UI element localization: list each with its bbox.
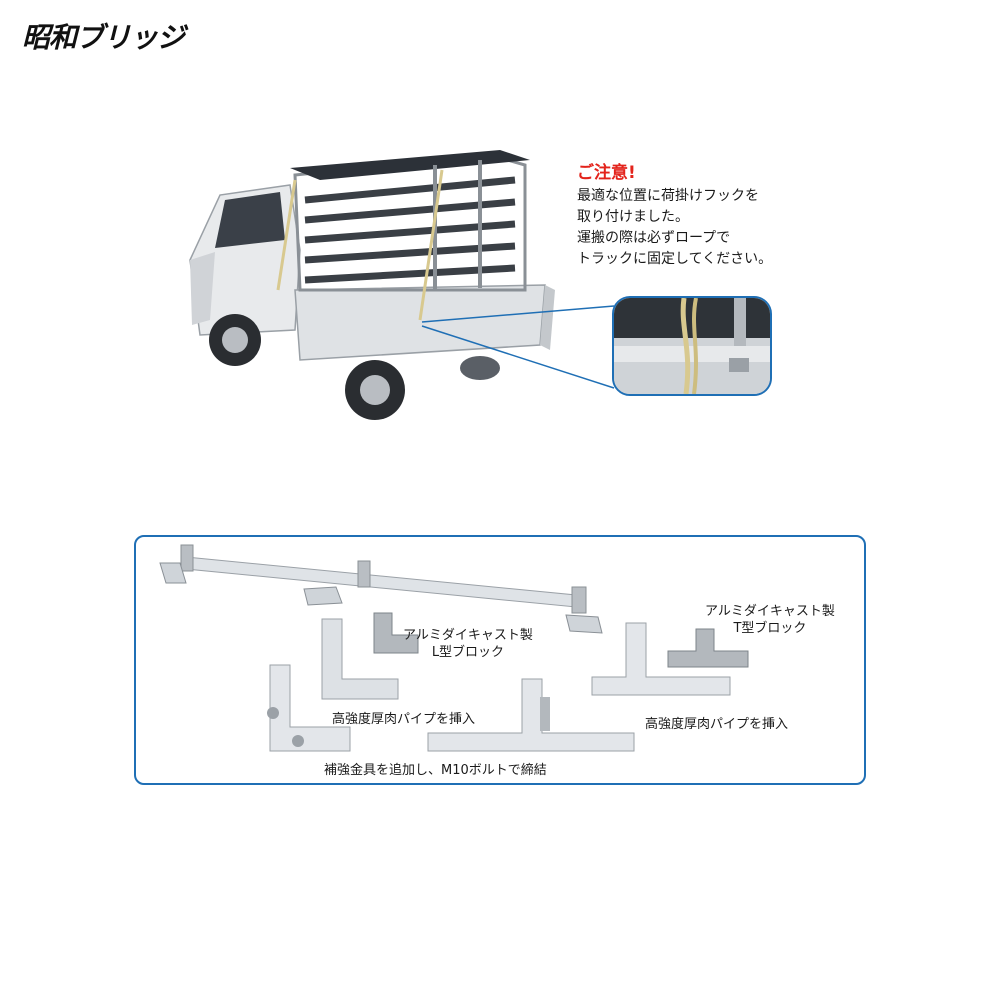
caution-note: ご注意! 最適な位置に荷掛けフックを 取り付けました。 運搬の際は必ずロープで …	[577, 163, 847, 270]
caution-line: 最適な位置に荷掛けフックを	[577, 188, 759, 204]
pipe-insert-label-right: 高強度厚肉パイプを挿入	[645, 717, 789, 732]
l-block-label-line2: L型ブロック	[431, 645, 505, 660]
caution-line: 運搬の際は必ずロープで	[577, 230, 731, 246]
caution-body: 最適な位置に荷掛けフックを 取り付けました。 運搬の際は必ずロープで トラックに…	[577, 186, 847, 270]
l-block-label: アルミダイキャスト製 L型ブロック	[403, 627, 533, 661]
t-block-label-line2: T型ブロック	[733, 621, 807, 636]
hook-detail-zoom	[612, 296, 772, 396]
l-block-label-line1: アルミダイキャスト製	[403, 628, 533, 643]
caution-title: ご注意!	[577, 163, 636, 183]
pipe-insert-label-left: 高強度厚肉パイプを挿入	[332, 712, 476, 727]
zoom-leader-lines	[421, 305, 615, 389]
truck-photo	[189, 150, 555, 420]
parts-illustration	[159, 544, 749, 752]
hook-detail-image	[614, 298, 770, 394]
t-block-label-line1: アルミダイキャスト製	[705, 604, 835, 619]
caution-line: トラックに固定してください。	[577, 251, 773, 267]
t-block-label: アルミダイキャスト製 T型ブロック	[705, 603, 835, 637]
reinforcement-label: 補強金具を追加し、M10ボルトで締結	[324, 763, 547, 778]
parts-panel	[134, 535, 866, 785]
brand-logo: 昭和ブリッジ	[22, 21, 185, 54]
caution-line: 取り付けました。	[577, 209, 689, 225]
